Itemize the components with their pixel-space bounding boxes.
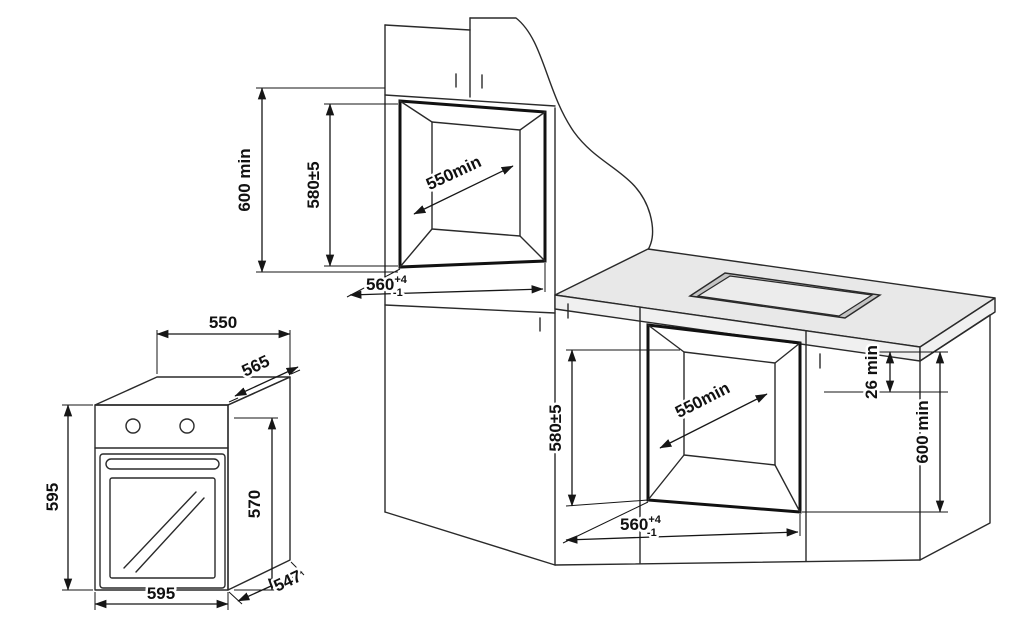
dim-column-niche-width: 560+4-1: [346, 263, 546, 302]
worktop-end-edge: [919, 297, 996, 362]
dim-worktop-hob-clearance: 26 min: [824, 343, 948, 401]
glass-shine-line: [135, 497, 205, 573]
dim-worktop-niche-height: 580±5: [544, 349, 680, 507]
dimensions: 595 550 565 570 595: [43, 87, 948, 610]
base-cabinet-side-panel: [919, 314, 991, 561]
dim-label-worktop-niche-height: 580±5: [546, 404, 565, 451]
dim-label-column-clearance-height: 600 min: [235, 148, 254, 211]
oven-door: [99, 453, 226, 589]
dim-label-worktop-niche-width: 560+4-1: [620, 514, 662, 539]
hob-cutout-opening: [696, 275, 874, 317]
dim-label-worktop-clearance-height: 600 min: [913, 400, 932, 463]
oven-side-face: [227, 376, 291, 591]
oven-top-face: [94, 376, 291, 406]
niche-depth-edge: [399, 100, 433, 123]
oven-knob: [125, 418, 141, 434]
dim-label-oven-width-overall: 595: [147, 584, 175, 603]
dim-label-column-niche-height: 580±5: [304, 161, 323, 208]
niche-depth-edge: [774, 342, 801, 364]
oven-knob: [179, 418, 195, 434]
dim-oven-height-overall: 595: [43, 404, 93, 591]
dim-label-oven-height-front: 570: [245, 490, 264, 518]
dim-column-niche-depth: 550min: [413, 150, 514, 215]
dim-label-column-niche-width: 560+4-1: [366, 274, 408, 299]
dim-worktop-clearance-height: 600 min: [802, 351, 948, 513]
niche-depth-edge: [519, 235, 546, 262]
base-cabinet-bottom-edge: [554, 559, 921, 566]
dim-oven-width-overall: 595: [94, 582, 229, 610]
niche-depth-edge: [647, 454, 685, 501]
upper-doors-bottom-edge: [384, 94, 556, 107]
niche-depth-edge: [399, 228, 433, 268]
dim-label-oven-depth-overall: 565: [239, 351, 273, 380]
dim-oven-height-front: 570: [234, 417, 278, 591]
dim-label-oven-height-overall: 595: [43, 483, 62, 511]
dim-column-clearance-height: 600 min: [235, 87, 398, 273]
glass-shine-line: [123, 491, 197, 569]
niche-depth-edge: [774, 464, 801, 513]
niche-depth-edge: [647, 324, 685, 353]
oven-front-face: [94, 404, 229, 591]
dim-column-niche-height: 580±5: [304, 103, 398, 267]
lower-door-top-edge: [384, 304, 556, 314]
worktop-installation-view: [554, 248, 996, 566]
dim-label-worktop-hob-clearance: 26 min: [862, 345, 881, 399]
oven-front-view: [94, 376, 291, 591]
wall-outline: [469, 17, 654, 251]
oven-door-glass: [109, 477, 216, 579]
worktop-niche-frame: [646, 323, 802, 514]
dim-oven-width-top: 550: [156, 313, 291, 374]
dim-worktop-niche-depth: 550min: [659, 376, 768, 449]
dim-oven-depth-body: 547: [228, 561, 307, 605]
dim-label-oven-width-top: 550: [209, 313, 237, 332]
niche-depth-edge: [519, 111, 546, 131]
tall-cabinet-bottom-edge: [384, 511, 556, 566]
tall-cabinet-top-edge: [384, 24, 471, 31]
dim-worktop-niche-width: 560+4-1: [562, 501, 801, 544]
oven-door-handle: [105, 458, 220, 470]
